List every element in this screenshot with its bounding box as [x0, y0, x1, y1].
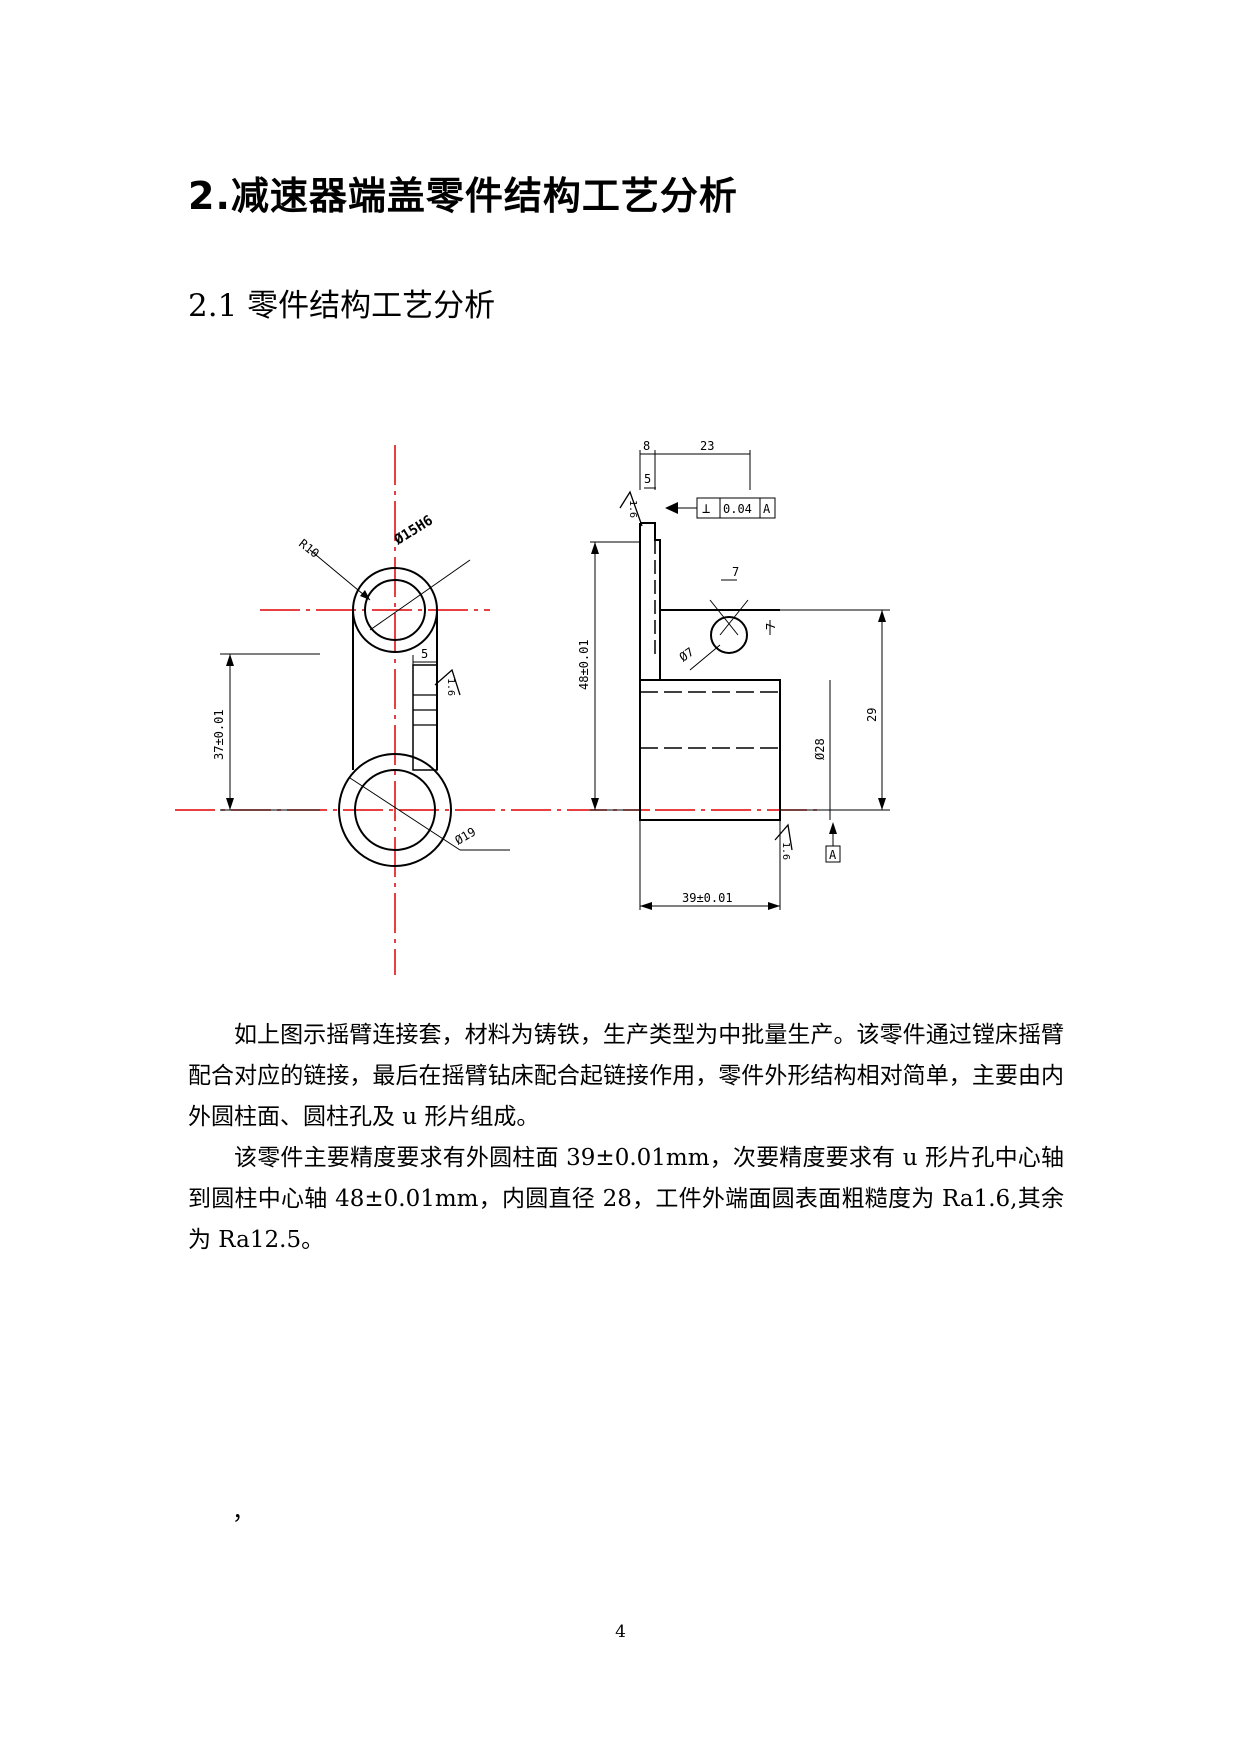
- roughness-side-label: 1.6: [780, 842, 791, 860]
- slot-width-label: 5: [421, 647, 428, 661]
- roughness-top-label: 1.6: [627, 500, 638, 518]
- dim-8-label: 8: [643, 439, 650, 453]
- dim-28-label: Ø28: [813, 738, 827, 760]
- outer-dia-label: Ø19: [453, 825, 479, 848]
- paragraph-1: 如上图示摇臂连接套，材料为铸铁，生产类型为中批量生产。该零件通过镗床摇臂配合对应…: [188, 1022, 1064, 1130]
- section-heading: 2.减速器端盖零件结构工艺分析: [188, 174, 738, 218]
- paragraph-2: 该零件主要精度要求有外圆柱面 39±0.01mm，次要精度要求有 u 形片孔中心…: [188, 1145, 1064, 1253]
- roughness-left-label: 1.6: [445, 678, 456, 696]
- bore-label: Ø15H6: [391, 512, 436, 548]
- dim-7h-label: 7: [732, 565, 739, 579]
- perpendicularity-icon: ⊥: [702, 501, 710, 517]
- stray-comma: ，: [232, 1499, 255, 1525]
- tolerance-value: 0.04: [723, 502, 752, 516]
- datum-label: A: [829, 848, 837, 862]
- subsection-heading: 2.1 零件结构工艺分析: [188, 288, 496, 324]
- engineering-drawing: R10 Ø15H6 5 1.6 37±0.01 Ø19 8 23 5 1.6 ⊥…: [175, 439, 890, 975]
- dim-48-label: 48±0.01: [577, 639, 591, 690]
- tolerance-datum: A: [763, 502, 771, 516]
- dim-29-label: 29: [865, 708, 879, 722]
- center-dist-label: 37±0.01: [212, 709, 226, 760]
- dim-23-label: 23: [700, 439, 714, 453]
- dim-5-label: 5: [644, 472, 651, 486]
- dim-7v-label: 7: [764, 623, 778, 630]
- dim-39-label: 39±0.01: [682, 891, 733, 905]
- hole-dia-label: Ø7: [677, 645, 697, 665]
- body-text: 如上图示摇臂连接套，材料为铸铁，生产类型为中批量生产。该零件通过镗床摇臂配合对应…: [188, 1015, 1064, 1261]
- page-number: 4: [615, 1622, 626, 1642]
